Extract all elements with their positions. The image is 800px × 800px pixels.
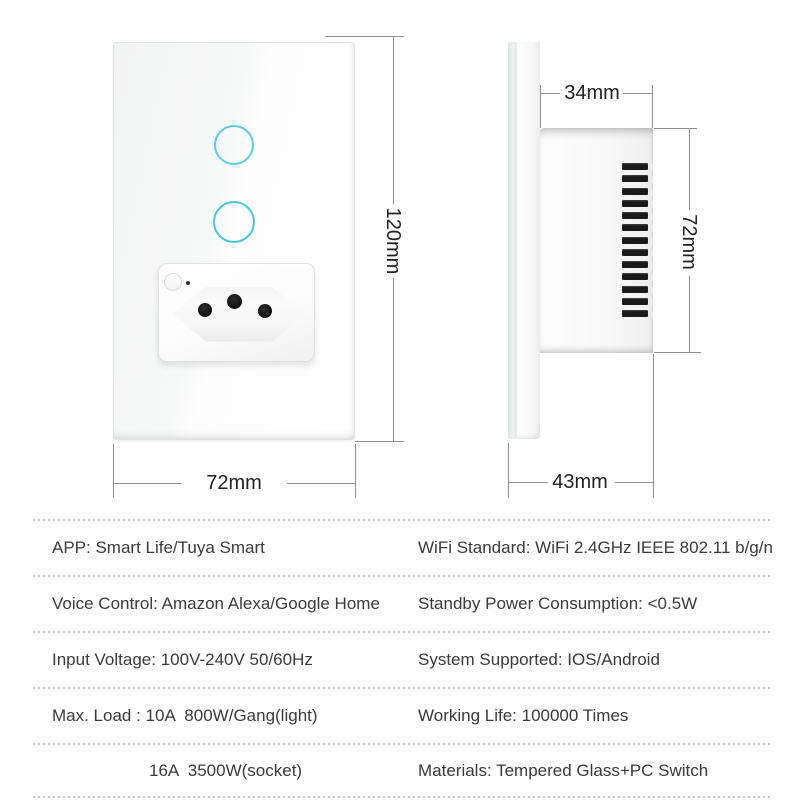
side-glass-edge — [508, 42, 517, 439]
front-width-dimension-label: 72mm — [206, 472, 262, 494]
spec-socket-load: 16A 3500W(socket) — [149, 761, 303, 780]
socket-pin-hole-left — [198, 303, 212, 317]
side-bottom-ext-right — [653, 354, 654, 498]
spec-standby-power: Standby Power Consumption: <0.5W — [418, 594, 698, 613]
vent-slot — [622, 297, 653, 306]
vent-slot — [622, 310, 653, 318]
front-width-ext-left — [113, 444, 114, 498]
spec-working-life: Working Life: 100000 Times — [418, 706, 629, 725]
vent-slot — [622, 248, 653, 257]
socket-recess — [172, 287, 306, 342]
spec-row-voltage: Input Voltage: 100V-240V 50/60Hz System … — [0, 649, 800, 671]
side-bottom-dimension-label: 43mm — [552, 471, 608, 493]
vent-slot — [622, 175, 653, 184]
vent-slot — [622, 273, 653, 282]
side-top-ext-left — [540, 85, 541, 128]
spec-materials: Materials: Tempered Glass+PC Switch — [418, 761, 709, 780]
spec-divider — [33, 687, 773, 689]
spec-divider — [33, 743, 773, 745]
side-height-tick-top — [654, 128, 697, 129]
spec-row-app: APP: Smart Life/Tuya Smart WiFi Standard… — [0, 537, 800, 559]
spec-input-voltage: Input Voltage: 100V-240V 50/60Hz — [52, 650, 313, 669]
vent-slot — [622, 285, 653, 294]
side-bottom-line-right — [615, 482, 653, 483]
front-height-line-lower — [393, 278, 394, 442]
side-top-ext-right — [652, 85, 653, 128]
spec-system-supported: System Supported: IOS/Android — [418, 650, 660, 669]
vent-slot — [622, 261, 653, 269]
spec-app: APP: Smart Life/Tuya Smart — [52, 538, 265, 557]
front-height-dimension-label: 120mm — [382, 207, 404, 275]
socket-pin-hole-center — [227, 294, 242, 309]
spec-divider — [33, 631, 773, 633]
socket-plate — [158, 263, 315, 362]
front-width-ext-right — [355, 444, 356, 498]
front-height-line-upper — [393, 36, 394, 204]
side-frame-edge — [517, 42, 540, 439]
front-view-panel — [113, 42, 355, 440]
front-width-line-right — [287, 483, 355, 484]
touch-button-1 — [214, 125, 254, 165]
side-height-dimension-label: 72mm — [678, 214, 700, 270]
socket-reset-button — [164, 273, 182, 291]
vent-slot — [622, 224, 653, 233]
vent-slot — [622, 199, 653, 208]
spec-row-max-load: Max. Load : 10A 800W/Gang(light) Working… — [0, 705, 800, 727]
vent-slots — [622, 163, 654, 321]
vent-slot — [622, 212, 653, 220]
spec-row-socket-load: 16A 3500W(socket) Materials: Tempered Gl… — [0, 760, 800, 782]
side-height-line-lower — [689, 276, 690, 353]
spec-wifi-standard: WiFi Standard: WiFi 2.4GHz IEEE 802.11 b… — [418, 538, 773, 557]
vent-slot — [622, 163, 653, 171]
front-height-tick-top — [325, 36, 404, 37]
front-width-line-left — [113, 483, 181, 484]
spec-divider — [33, 519, 773, 521]
side-bottom-ext-left — [508, 443, 509, 498]
spec-divider — [33, 796, 773, 798]
side-top-line-left — [541, 93, 560, 94]
side-height-tick-bottom — [654, 352, 701, 353]
front-height-tick-bottom — [355, 441, 404, 442]
vent-slot — [622, 187, 653, 196]
side-height-line-upper — [689, 128, 690, 210]
spec-divider — [33, 575, 773, 577]
socket-led-dot — [186, 281, 190, 285]
side-top-line-right — [623, 93, 653, 94]
spec-voice-control: Voice Control: Amazon Alexa/Google Home — [52, 594, 380, 613]
side-top-dimension-label: 34mm — [564, 82, 620, 104]
vent-slot — [622, 236, 653, 245]
side-bottom-line-left — [508, 482, 548, 483]
socket-pin-hole-right — [258, 304, 272, 318]
spec-max-load: Max. Load : 10A 800W/Gang(light) — [52, 706, 318, 725]
touch-button-2 — [213, 201, 255, 243]
spec-row-voice: Voice Control: Amazon Alexa/Google Home … — [0, 593, 800, 615]
